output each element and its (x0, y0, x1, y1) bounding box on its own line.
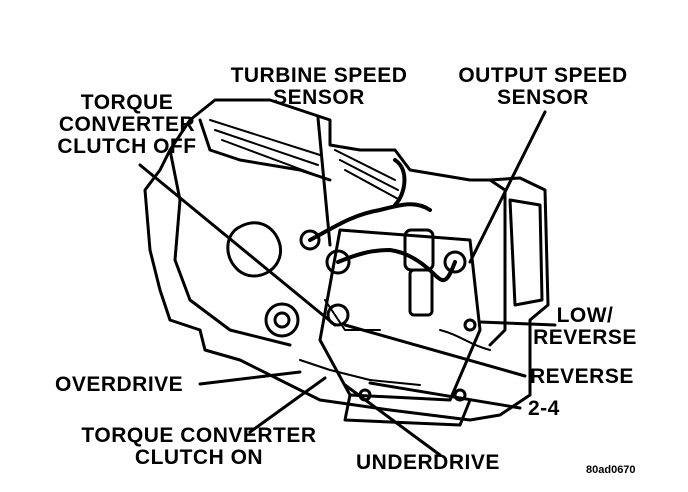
label-reverse: REVERSE (530, 365, 634, 388)
label-tcc-on-line2: CLUTCH ON (134, 446, 264, 469)
leader-tcc-on (248, 376, 327, 434)
label-overdrive: OVERDRIVE (55, 373, 184, 396)
label-underdrive: UNDERDRIVE (356, 451, 500, 474)
label-tcc-on-line1: TORQUE CONVERTER (81, 424, 317, 447)
label-tcc-off-line3: CLUTCH OFF (57, 135, 197, 158)
figure-code: 80ad0670 (586, 464, 636, 476)
label-turbine-speed-sensor: TURBINE SPEED SENSOR (214, 65, 424, 109)
label-turbine-line1: TURBINE SPEED (230, 64, 408, 87)
label-2-4: 2-4 (528, 397, 560, 420)
label-output-line1: OUTPUT SPEED (458, 64, 628, 87)
label-low-line1: LOW/ (556, 304, 614, 327)
leader-tcc-off (138, 163, 337, 327)
label-tcc-off-line1: TORQUE (80, 91, 174, 114)
label-output-line2: SENSOR (497, 86, 589, 109)
label-tcc-off-line2: CONVERTER (58, 113, 196, 136)
label-tcc-on: TORQUE CONVERTER CLUTCH ON (64, 425, 334, 469)
label-low-reverse: LOW/ REVERSE (525, 305, 645, 349)
label-output-speed-sensor: OUTPUT SPEED SENSOR (448, 65, 638, 109)
leader-low-reverse (478, 320, 557, 327)
leader-underdrive (343, 383, 442, 457)
leader-overdrive (198, 370, 302, 386)
leader-output (468, 110, 547, 264)
leader-turbine (316, 116, 332, 247)
label-turbine-line2: SENSOR (273, 86, 365, 109)
label-tcc-off: TORQUE CONVERTER CLUTCH OFF (52, 92, 202, 158)
leader-reverse (343, 323, 527, 378)
label-low-line2: REVERSE (533, 326, 637, 349)
leader-2-4 (368, 381, 522, 410)
